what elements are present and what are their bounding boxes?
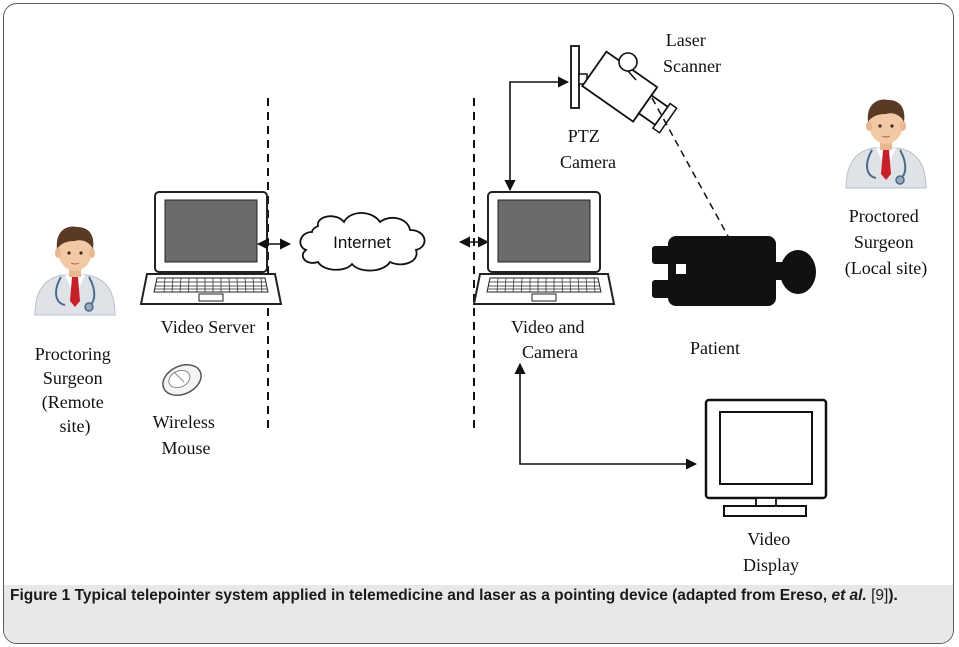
laser-beam-line <box>651 97 741 259</box>
caption-reference: [9] <box>866 587 889 604</box>
video-camera-laptop-icon <box>473 191 615 305</box>
patient-label: Patient <box>690 338 740 358</box>
proctored-surgeon-icon <box>845 98 927 189</box>
video-server-laptop-icon <box>140 191 282 305</box>
caption-text: Typical telepointer system applied in te… <box>70 587 828 604</box>
ptz-camera-label: PTZ Camera <box>560 126 616 172</box>
caption-background <box>4 585 953 643</box>
proctoring-surgeon-icon <box>34 225 116 316</box>
caption-et-al: et al. <box>827 587 867 604</box>
wireless-mouse-icon <box>162 364 202 396</box>
proctored-surgeon-label: Proctored Surgeon (Local site) <box>845 206 927 279</box>
ptz-camera-laser-scanner-icon <box>570 45 678 134</box>
laser-scanner-label: Laser Scanner <box>663 30 721 76</box>
camera-to-laptop-arrow <box>504 76 570 192</box>
figure-number: Figure 1 <box>10 587 71 604</box>
video-display-monitor-icon <box>704 398 828 517</box>
laptop-to-display-arrow <box>514 362 698 470</box>
patient-icon <box>652 236 816 306</box>
internet-label: Internet <box>333 233 391 252</box>
wireless-mouse-label: Wireless Mouse <box>153 412 220 458</box>
video-display-label: Video Display <box>743 529 799 575</box>
caption-end: ). <box>888 587 898 604</box>
proctoring-surgeon-label: Proctoring Surgeon (Remote site) <box>35 344 116 437</box>
figure-frame <box>3 3 954 644</box>
internet-cloud-icon <box>299 212 426 272</box>
video-server-label: Video Server <box>161 317 255 337</box>
figure-caption: Figure 1 Typical telepointer system appl… <box>10 585 940 607</box>
video-and-camera-label: Video and Camera <box>511 317 589 362</box>
